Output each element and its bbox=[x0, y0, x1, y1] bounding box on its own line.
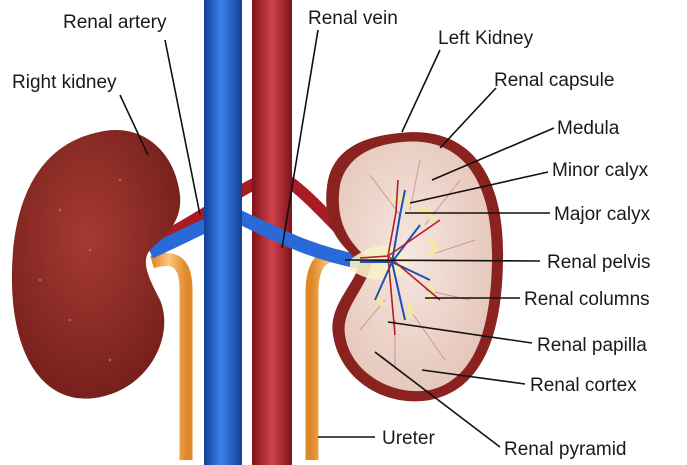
renal-cortex-area bbox=[338, 141, 493, 392]
label-ureter: Ureter bbox=[382, 428, 435, 449]
leader-medula bbox=[431, 127, 555, 181]
calyx-shapes bbox=[374, 195, 438, 320]
label-renal-capsule: Renal capsule bbox=[494, 70, 614, 91]
leader-renal-papilla bbox=[387, 321, 533, 344]
leader-left-kidney bbox=[401, 49, 441, 133]
leader-right-kidney bbox=[119, 94, 149, 156]
left-kidney-section bbox=[326, 132, 504, 402]
label-renal-artery: Renal artery bbox=[63, 12, 167, 33]
ureter-right-tube bbox=[305, 249, 348, 460]
label-right-kidney: Right kidney bbox=[12, 72, 117, 93]
ureter-left-tube bbox=[150, 253, 193, 460]
leader-renal-cortex bbox=[421, 369, 526, 385]
label-renal-papilla: Renal papilla bbox=[537, 335, 647, 356]
right-kidney bbox=[11, 129, 181, 399]
label-minor-calyx: Minor calyx bbox=[552, 160, 649, 181]
leader-minor-calyx bbox=[409, 171, 549, 204]
label-left-kidney: Left Kidney bbox=[438, 28, 534, 49]
label-renal-columns: Renal columns bbox=[524, 289, 650, 310]
label-renal-pyramid: Renal pyramid bbox=[504, 439, 627, 460]
labels: Renal artery Renal vein Left Kidney Righ… bbox=[12, 8, 651, 460]
label-major-calyx: Major calyx bbox=[554, 204, 651, 225]
leader-renal-vein bbox=[281, 29, 319, 249]
leader-lines bbox=[119, 29, 555, 448]
leader-renal-capsule bbox=[439, 87, 497, 149]
leader-renal-pelvis bbox=[344, 259, 541, 262]
label-renal-cortex: Renal cortex bbox=[530, 375, 637, 396]
label-renal-vein: Renal vein bbox=[308, 8, 398, 29]
label-renal-pelvis: Renal pelvis bbox=[547, 252, 651, 273]
vena-cava-vessel bbox=[204, 0, 242, 465]
leader-renal-pyramid bbox=[374, 351, 501, 448]
leader-renal-artery bbox=[164, 39, 201, 216]
label-medula: Medula bbox=[557, 118, 620, 139]
